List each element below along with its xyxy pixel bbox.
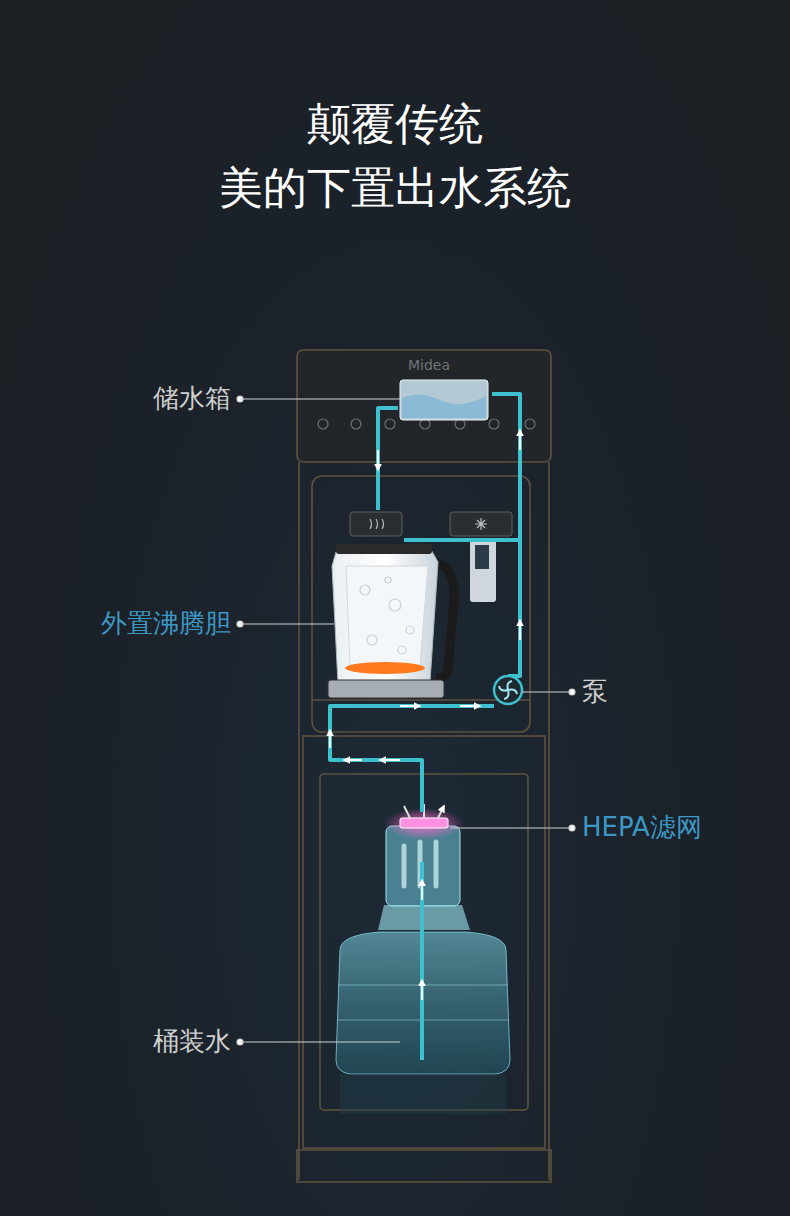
kettle bbox=[328, 544, 454, 698]
part-label: 泵 bbox=[582, 676, 608, 707]
pump bbox=[494, 676, 522, 704]
page-title: 颠覆传统 美的下置出水系统 bbox=[195, 92, 595, 220]
part-label: HEPA滤网 bbox=[582, 812, 702, 843]
flow-arrowheads bbox=[330, 430, 520, 1000]
part-label: 储水箱 bbox=[153, 383, 231, 414]
leader-lines bbox=[237, 396, 575, 1045]
brand-logo: Midea bbox=[408, 357, 450, 374]
part-label: 桶装水 bbox=[153, 1026, 231, 1057]
storage-tank bbox=[400, 380, 488, 420]
housing bbox=[297, 350, 551, 1182]
part-label: 外置沸腾胆 bbox=[101, 608, 231, 639]
water-bottle bbox=[336, 826, 510, 1114]
water-flow bbox=[330, 394, 520, 1060]
